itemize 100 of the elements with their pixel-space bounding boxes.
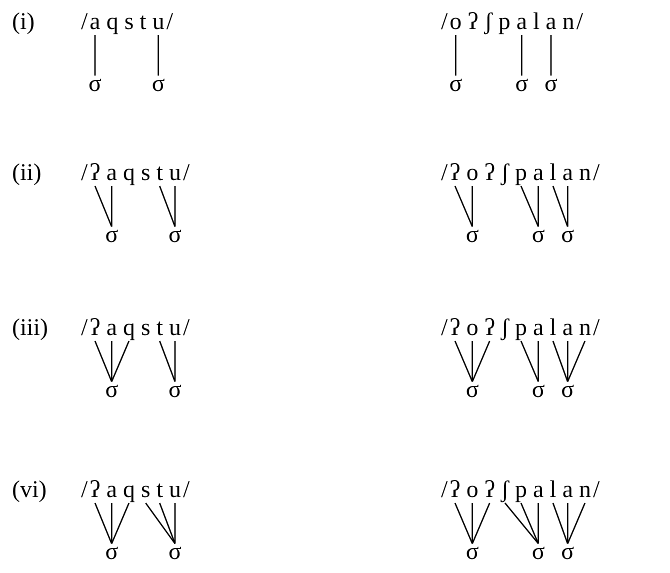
association-line [158, 35, 160, 76]
syllable-symbol: σ [168, 378, 182, 402]
slash: / [81, 478, 88, 502]
association-line [504, 502, 539, 544]
association-line [94, 35, 96, 76]
association-line [110, 341, 112, 382]
phoneme: u [152, 10, 164, 34]
slash: / [592, 161, 600, 185]
association-line [550, 35, 552, 76]
syllable-symbol: σ [105, 378, 118, 402]
syllable-symbol: σ [532, 540, 545, 564]
phoneme: a [562, 161, 573, 185]
phoneme: t [140, 10, 146, 34]
association-line [552, 502, 568, 544]
phoneme: ʃ [500, 478, 509, 502]
phoneme: l [550, 478, 556, 502]
slash: / [441, 161, 448, 185]
association-line [538, 341, 540, 382]
association-line [111, 502, 130, 544]
slash: / [592, 478, 600, 502]
association-line [567, 340, 586, 382]
association-line [472, 341, 474, 382]
syllable-symbol: σ [88, 72, 102, 96]
phoneme: l [550, 316, 556, 340]
syllable-symbol: σ [561, 540, 574, 564]
phoneme: p [514, 478, 527, 502]
syllable-symbol: σ [515, 72, 528, 96]
example-number: (vi) [12, 478, 47, 502]
phoneme: ʔ [450, 161, 460, 185]
phoneme: a [106, 316, 117, 340]
phoneme: a [532, 478, 544, 502]
association-line [472, 503, 474, 544]
phoneme: a [546, 10, 556, 34]
phoneme: ʔ [90, 478, 100, 502]
syllable-symbol: σ [532, 223, 545, 247]
example-number: (ii) [12, 161, 42, 185]
slash: / [441, 478, 448, 502]
phoneme: ʃ [500, 316, 509, 340]
syllable-symbol: σ [466, 378, 479, 402]
phoneme: u [169, 478, 181, 502]
syllable-symbol: σ [466, 223, 479, 247]
association-line [520, 186, 539, 227]
association-line [454, 340, 473, 382]
association-line [538, 503, 540, 544]
phoneme: t [156, 161, 163, 185]
slash: / [441, 316, 448, 340]
phoneme: p [514, 161, 527, 185]
slash: / [81, 316, 88, 340]
slash: / [183, 316, 190, 340]
phoneme: ʃ [484, 10, 492, 34]
syllable-symbol: σ [544, 72, 558, 96]
association-line [567, 502, 586, 544]
syllable-symbol: σ [561, 378, 574, 402]
syllable-symbol: σ [105, 223, 118, 247]
syllable-symbol: σ [466, 540, 479, 564]
association-line [552, 186, 568, 227]
association-line [538, 186, 540, 227]
association-line [145, 502, 176, 544]
phoneme: q [122, 161, 135, 185]
phoneme: n [578, 316, 591, 340]
association-line [520, 340, 539, 382]
association-line [520, 502, 539, 544]
association-line [174, 503, 176, 544]
phoneme: ʔ [90, 316, 100, 340]
phoneme: ʔ [468, 10, 478, 34]
syllable-symbol: σ [561, 223, 574, 247]
association-line [94, 502, 112, 544]
phoneme: p [498, 10, 510, 34]
phoneme: a [90, 10, 100, 34]
syllable-symbol: σ [168, 540, 182, 564]
syllable-symbol: σ [449, 72, 462, 96]
phoneme: a [562, 316, 573, 340]
syllable-symbol: σ [168, 223, 182, 247]
phoneme: o [466, 316, 478, 340]
phoneme: s [140, 161, 150, 185]
association-line [566, 186, 568, 227]
slash: / [81, 10, 88, 34]
association-line [159, 186, 176, 227]
phoneme: a [106, 478, 117, 502]
syllable-symbol: σ [105, 540, 118, 564]
phoneme: u [169, 316, 181, 340]
phoneme: ʃ [500, 161, 509, 185]
association-line [472, 502, 490, 544]
phoneme: ʔ [484, 316, 495, 340]
phoneme: s [140, 316, 150, 340]
phoneme: q [122, 478, 135, 502]
phoneme: ʔ [484, 161, 495, 185]
phoneme: a [516, 10, 527, 34]
slash: / [592, 316, 600, 340]
phoneme: q [106, 10, 118, 34]
phoneme: p [514, 316, 527, 340]
phoneme: t [156, 478, 163, 502]
phoneme: o [450, 10, 462, 34]
phoneme: l [532, 10, 540, 34]
phoneme: n [578, 161, 591, 185]
phoneme: t [156, 316, 163, 340]
phoneme: o [466, 478, 478, 502]
association-line [111, 340, 130, 382]
phoneme: ʔ [450, 316, 460, 340]
association-line [110, 186, 112, 227]
